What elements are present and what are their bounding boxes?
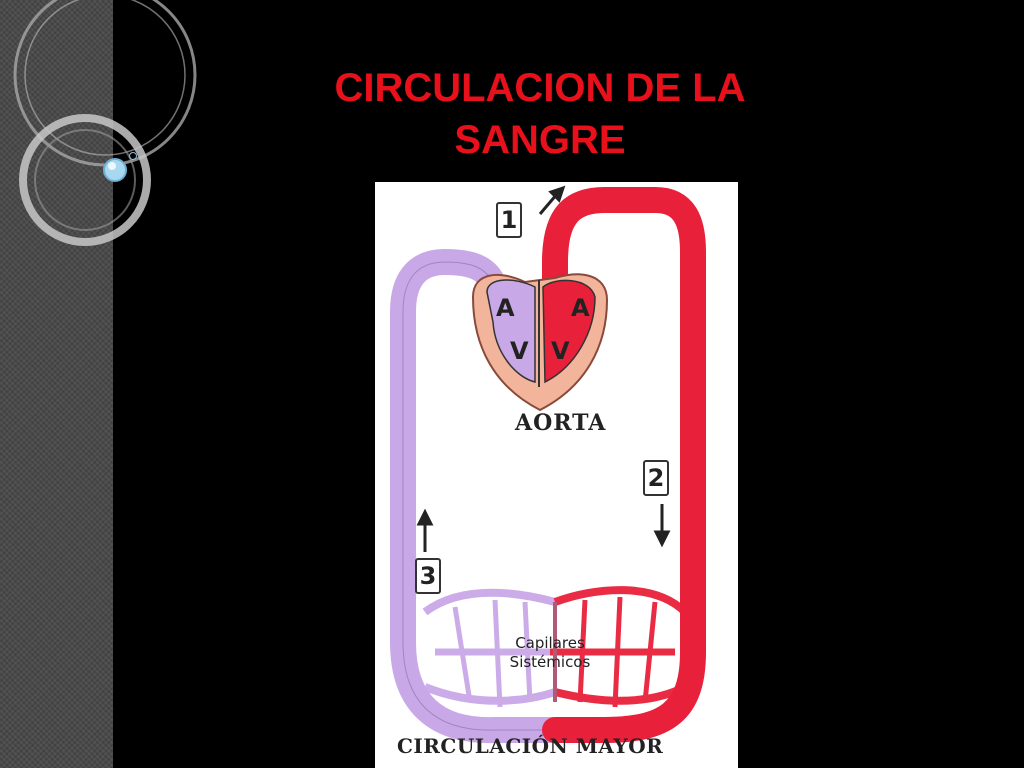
capillaries-line-1: Capilares — [515, 634, 585, 652]
capillary-network — [422, 586, 688, 708]
slide-title: CIRCULACION DE LA SANGRE — [200, 62, 880, 166]
left-atrium-label: A — [496, 294, 515, 322]
aorta-label: AORTA — [515, 410, 607, 436]
aorta-loop — [542, 187, 706, 743]
circulation-diagram: A V A V 1 2 3 AORTA Capilares Sistémicos… — [375, 182, 738, 768]
step-number-2: 2 — [643, 460, 669, 496]
step-number-1: 1 — [496, 202, 522, 238]
flow-arrows — [416, 185, 671, 552]
circulation-diagram-graphic — [390, 185, 706, 744]
title-line-2: SANGRE — [454, 118, 626, 162]
capillaries-line-2: Sistémicos — [509, 653, 591, 671]
diagram-caption: CIRCULACIÓN MAYOR — [397, 734, 664, 758]
title-line-1: CIRCULACION DE LA — [334, 66, 746, 110]
step-number-3: 3 — [415, 558, 441, 594]
right-ventricle-label: V — [551, 337, 570, 365]
capillaries-label: Capilares Sistémicos — [485, 634, 615, 672]
left-ventricle-label: V — [510, 337, 529, 365]
right-atrium-label: A — [571, 294, 590, 322]
decorative-circles — [13, 0, 197, 246]
